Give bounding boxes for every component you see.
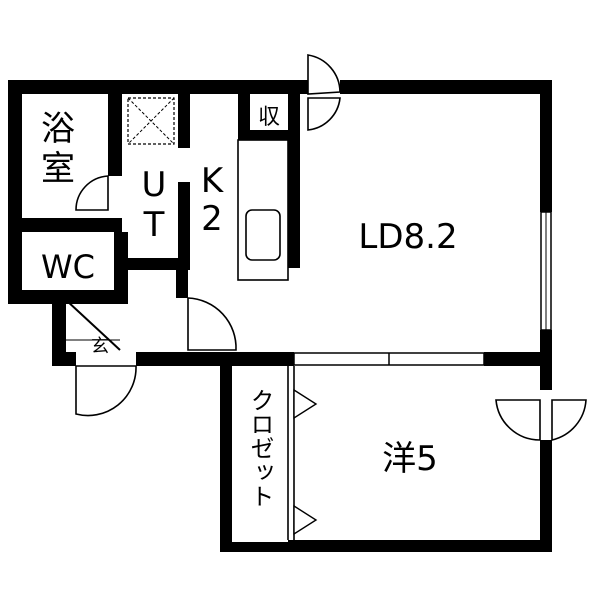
ld-door-swing (187, 297, 237, 351)
utility-label-t: T (143, 205, 165, 245)
bath-door-swing (75, 175, 109, 211)
top-door-swing (307, 54, 341, 131)
kitchen-label-k: K (201, 161, 225, 201)
windows (293, 211, 552, 366)
fixtures (127, 97, 289, 281)
bath-label-2: 室 (41, 149, 75, 189)
bath-label: 浴 (41, 109, 75, 149)
closet-label: クロゼット (246, 388, 274, 508)
entrance-door-swing (75, 365, 137, 417)
toilet-label: WC (41, 248, 95, 286)
entrance-label: 玄 (91, 336, 109, 357)
doors (65, 54, 587, 442)
living-dining-label: LD8.2 (358, 217, 457, 257)
closet (232, 366, 318, 542)
balcony-door-swing (495, 399, 587, 442)
sink-icon (245, 209, 281, 261)
western-room-label: 洋5 (382, 439, 438, 479)
kitchen-label-2: 2 (201, 199, 223, 239)
walls (8, 80, 552, 552)
storage-label: 収 (258, 105, 280, 130)
room-labels: 浴 室 U T K 2 収 LD8.2 WC 玄 洋5 (41, 105, 458, 479)
washer-pan-icon (127, 97, 175, 145)
closet-label-wrap: クロゼット (246, 388, 274, 508)
utility-label-u: U (142, 165, 167, 205)
